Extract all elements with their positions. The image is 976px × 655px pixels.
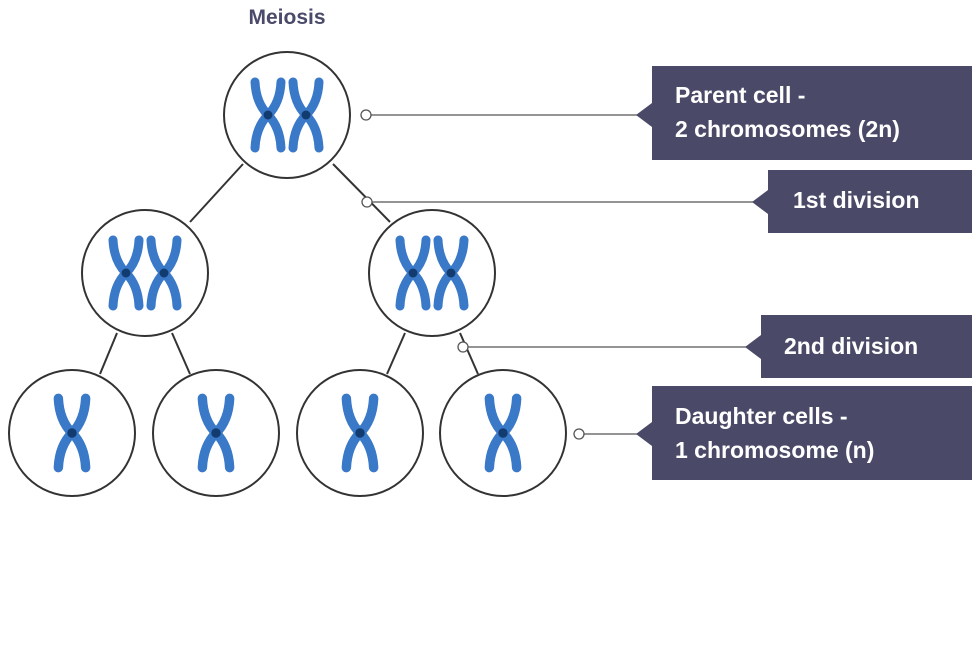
daughter-cell-4 [439,369,567,497]
label-daughters-line2: 1 chromosome (n) [675,437,874,463]
label-first-division-text: 1st division [793,187,920,213]
branch-right-b [459,332,479,375]
branch-parent-left [189,163,244,223]
label-second-division-text: 2nd division [784,333,918,359]
label-daughter-cells: Daughter cells - 1 chromosome (n) [636,386,972,480]
connector-second-division [457,341,761,353]
first-division-cell-right [368,209,496,337]
label-daughters-line1: Daughter cells - [675,403,848,429]
label-second-division: 2nd division [745,315,972,378]
label-parent-cell: Parent cell - 2 chromosomes (2n) [636,66,972,160]
label-parent-line2: 2 chromosomes (2n) [675,116,900,142]
connector-dot [361,196,373,208]
connector-first-division [361,196,768,208]
daughter-cell-2 [152,369,280,497]
connector-dot [573,428,585,440]
branch-right-a [386,332,406,375]
label-parent-line1: Parent cell - [675,82,805,108]
daughter-cell-3 [296,369,424,497]
label-first-division: 1st division [752,170,972,233]
tree-branches [99,163,479,375]
daughter-cell-1 [8,369,136,497]
connector-parent [360,109,652,121]
connector-dot [457,341,469,353]
branch-parent-right [332,163,391,223]
branch-left-a [99,332,118,375]
first-division-cell-left [81,209,209,337]
diagram-title: Meiosis [248,6,325,29]
connector-dot [360,109,372,121]
parent-cell [223,51,351,179]
branch-left-b [171,332,191,375]
